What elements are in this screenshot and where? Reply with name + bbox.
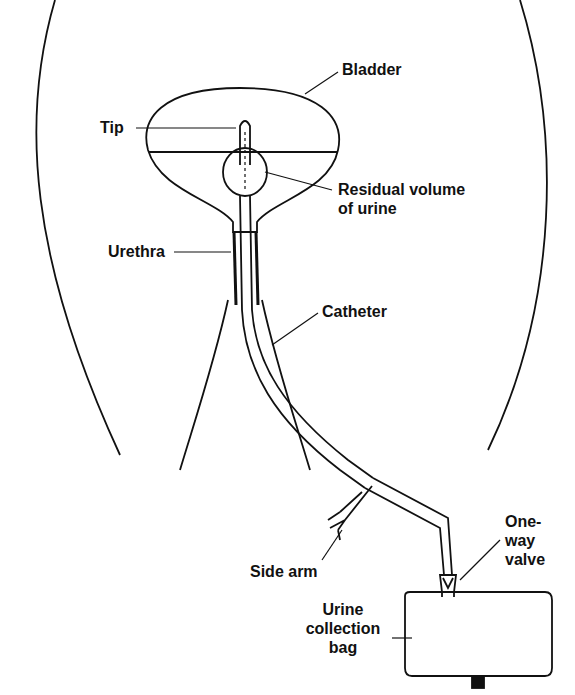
leader-line [460, 540, 500, 580]
urethra-wall [234, 232, 236, 305]
urine-level-line [149, 151, 337, 153]
bladder-outline [146, 88, 339, 232]
catheter-tube [240, 196, 365, 488]
part-label: One-way valve [505, 512, 571, 569]
one-way-valve [440, 575, 456, 592]
body-outline [36, 0, 120, 455]
part-label: Tip [100, 118, 140, 137]
valve-flap [443, 578, 453, 588]
leader-line [136, 127, 236, 128]
leader-line [305, 72, 338, 94]
leader-line [322, 530, 342, 560]
catheter-tube [365, 488, 444, 575]
part-label: Catheter [322, 302, 412, 321]
bag-inlet [442, 592, 454, 597]
leader-line [392, 637, 412, 638]
catheter-tube [373, 478, 452, 575]
thigh-line [180, 300, 228, 470]
bag-outlet [472, 676, 484, 688]
catheter-lumen [244, 132, 245, 190]
part-label: Urine collection bag [296, 600, 390, 657]
part-label: Bladder [342, 60, 432, 79]
body-outline [488, 0, 547, 450]
urine-bag [405, 592, 552, 676]
leader-line [174, 251, 231, 252]
side-arm [330, 486, 372, 540]
part-label: Residual volume of urine [338, 180, 468, 218]
leader-line [265, 172, 332, 190]
leader-line [272, 313, 318, 345]
urethra-wall [256, 232, 258, 305]
part-label: Urethra [108, 242, 178, 261]
catheter-tube [250, 196, 373, 478]
thigh-line [262, 300, 310, 470]
side-arm-fork [328, 512, 340, 520]
part-label: Side arm [250, 562, 340, 581]
